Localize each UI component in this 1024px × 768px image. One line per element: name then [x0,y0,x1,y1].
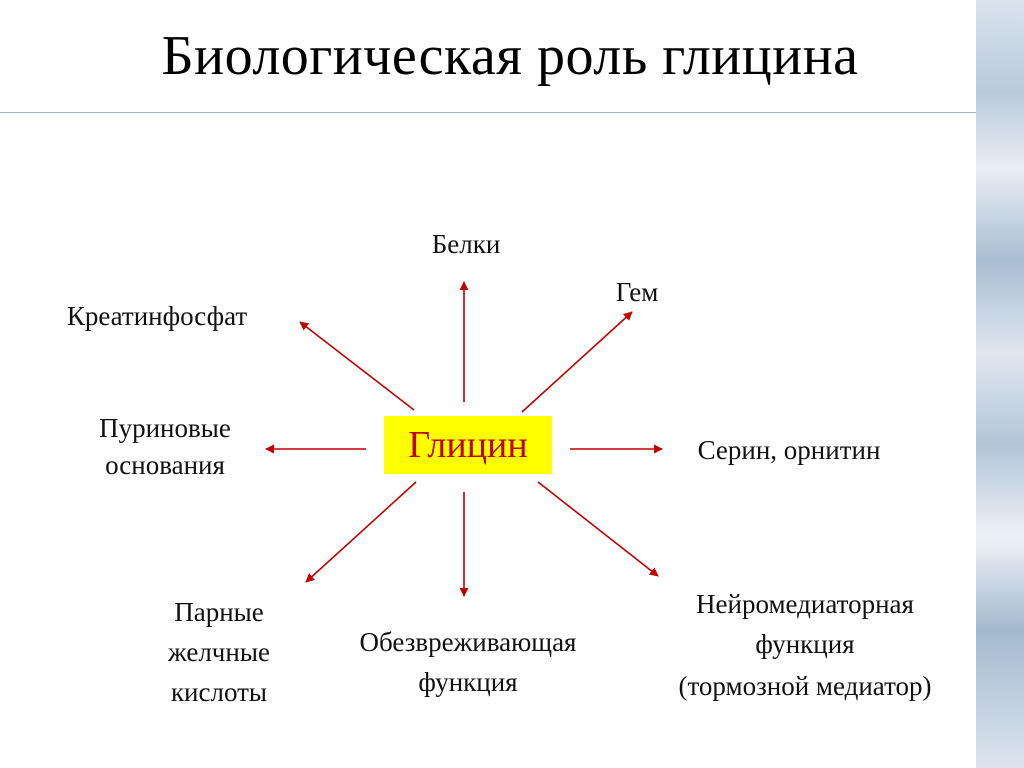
arrow-to-kreatin [299,321,415,411]
node-obezvr-line-2: функция [418,667,518,697]
node-kreatinfosfat: Креатинфосфат [66,301,248,331]
center-node-glycine: Глицин [384,416,552,474]
side-panel-divider [973,0,976,768]
node-belki: Белки [431,229,501,259]
node-neiro-line-3: (тормозной медиатор) [678,671,932,701]
node-serin-ornitin: Серин, орнитин [697,435,881,465]
arrow-to-gem [521,311,633,413]
title-underline [0,112,976,113]
node-neiro-line-2: функция [755,629,855,659]
node-parnye-line-1: Парные [174,597,264,627]
node-obezvr-line-1: Обезвреживающая [359,627,577,657]
decorative-side-panel [976,0,1024,768]
slide-title: Биологическая роль глицина [161,25,859,87]
node-purin-line-2: основания [105,450,225,480]
arrow-to-parnye [305,481,417,583]
arrow-to-neiro [537,481,659,577]
node-purin-line-1: Пуриновые [99,413,231,443]
node-neiro-line-1: Нейромедиаторная [696,589,914,619]
node-parnye-line-2: желчные [168,637,270,667]
node-gem: Гем [615,277,659,307]
node-parnye-line-3: кислоты [170,677,268,707]
